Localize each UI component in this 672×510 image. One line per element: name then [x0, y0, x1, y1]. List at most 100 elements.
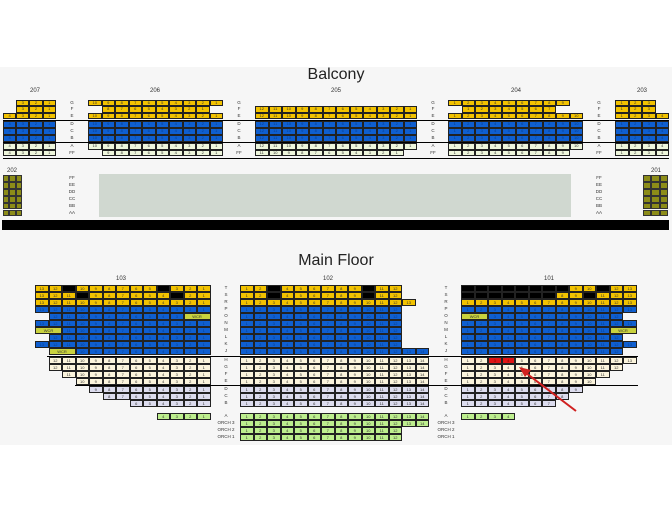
floor-seat[interactable]: 3	[170, 357, 184, 364]
floor-seat[interactable]: 8	[102, 386, 116, 393]
floor-seat[interactable]: 4	[156, 393, 170, 400]
floor-seat[interactable]: 12	[609, 334, 623, 341]
balcony-seat[interactable]: 8	[309, 128, 323, 135]
box-seat[interactable]	[15, 209, 22, 217]
floor-seat[interactable]: 9	[569, 364, 583, 371]
floor-seat[interactable]: 1	[240, 393, 254, 400]
floor-seat[interactable]: 2	[253, 313, 267, 320]
balcony-seat[interactable]: 6	[336, 121, 350, 128]
floor-seat[interactable]: 5	[143, 334, 157, 341]
floor-seat[interactable]: 5	[143, 320, 157, 327]
floor-seat[interactable]: 13	[623, 299, 637, 306]
floor-seat[interactable]: 4	[280, 334, 294, 341]
floor-seat[interactable]: 9	[348, 313, 362, 320]
floor-seat[interactable]: 9	[348, 393, 362, 400]
floor-seat[interactable]: 3	[170, 299, 184, 306]
balcony-seat[interactable]: 8	[542, 143, 556, 150]
floor-seat[interactable]: 12	[388, 427, 402, 434]
floor-seat[interactable]: 5	[515, 348, 529, 355]
balcony-seat[interactable]: 7	[542, 106, 556, 113]
floor-seat[interactable]: 4	[280, 393, 294, 400]
floor-seat[interactable]: 2	[253, 320, 267, 327]
floor-seat[interactable]: 5	[515, 306, 529, 313]
floor-seat[interactable]: 8	[555, 348, 569, 355]
floor-seat[interactable]: 8	[334, 334, 348, 341]
floor-seat[interactable]: 13	[402, 420, 416, 427]
wheelchair-space[interactable]: WCR	[609, 327, 637, 334]
floor-seat[interactable]: 3	[267, 320, 281, 327]
floor-seat[interactable]: 8	[334, 393, 348, 400]
floor-seat[interactable]: 1	[240, 413, 254, 420]
box-seat[interactable]	[9, 202, 16, 210]
floor-seat[interactable]: 5	[294, 320, 308, 327]
balcony-seat[interactable]: 9	[101, 135, 115, 142]
balcony-seat[interactable]: 2	[196, 149, 210, 156]
balcony-seat[interactable]: 7	[322, 143, 336, 150]
floor-seat[interactable]: 2	[253, 427, 267, 434]
floor-seat[interactable]: 13	[402, 413, 416, 420]
balcony-seat[interactable]: 5	[155, 121, 169, 128]
balcony-seat[interactable]: 4	[488, 121, 502, 128]
box-seat[interactable]	[9, 209, 16, 217]
floor-seat[interactable]: 14	[415, 386, 429, 393]
floor-seat[interactable]: 9	[569, 313, 583, 320]
balcony-seat[interactable]: 3	[16, 106, 30, 113]
balcony-seat[interactable]: 2	[628, 135, 642, 142]
floor-seat[interactable]: 9	[89, 313, 103, 320]
balcony-seat[interactable]: 8	[295, 149, 309, 156]
floor-seat[interactable]: 7	[542, 341, 556, 348]
floor-seat[interactable]: 13	[402, 357, 416, 364]
balcony-seat[interactable]: 3	[475, 149, 489, 156]
balcony-seat[interactable]: 3	[16, 112, 30, 119]
floor-seat[interactable]: 2	[474, 413, 488, 420]
floor-seat[interactable]: 8	[555, 371, 569, 378]
balcony-seat[interactable]: 6	[515, 149, 529, 156]
floor-seat[interactable]: 5	[143, 371, 157, 378]
floor-seat[interactable]: 11	[596, 341, 610, 348]
floor-seat[interactable]: 4	[156, 334, 170, 341]
balcony-seat[interactable]: 1	[448, 135, 462, 142]
balcony-seat[interactable]: 1	[448, 128, 462, 135]
floor-seat[interactable]: 11	[596, 299, 610, 306]
floor-seat[interactable]: 4	[280, 341, 294, 348]
floor-seat[interactable]: 1	[461, 327, 475, 334]
floor-seat[interactable]: 10	[361, 413, 375, 420]
floor-seat[interactable]: 6	[129, 364, 143, 371]
balcony-seat[interactable]: 2	[461, 143, 475, 150]
floor-seat[interactable]: 1	[240, 299, 254, 306]
floor-seat[interactable]: 2	[253, 306, 267, 313]
floor-seat[interactable]: 8	[334, 378, 348, 385]
floor-seat[interactable]: 1	[240, 400, 254, 407]
floor-seat[interactable]: 12	[609, 348, 623, 355]
floor-seat[interactable]: 13	[623, 320, 637, 327]
balcony-seat[interactable]: 8	[115, 121, 129, 128]
balcony-seat[interactable]: 9	[556, 121, 570, 128]
balcony-seat[interactable]: 12	[255, 121, 269, 128]
floor-seat[interactable]: 8	[334, 386, 348, 393]
floor-seat[interactable]: 5	[143, 386, 157, 393]
floor-seat[interactable]: 7	[542, 334, 556, 341]
balcony-seat[interactable]: 8	[309, 143, 323, 150]
balcony-seat[interactable]: 8	[115, 128, 129, 135]
floor-seat[interactable]: 8	[334, 320, 348, 327]
floor-seat[interactable]: 12	[388, 393, 402, 400]
floor-seat[interactable]: 7	[321, 434, 335, 441]
floor-seat[interactable]: 12	[48, 364, 62, 371]
floor-seat[interactable]: 4	[156, 320, 170, 327]
balcony-seat[interactable]: 5	[155, 149, 169, 156]
box-seat[interactable]	[651, 202, 660, 210]
balcony-seat[interactable]: 7	[529, 99, 543, 106]
balcony-seat[interactable]: 2	[390, 135, 404, 142]
floor-seat[interactable]: 4	[156, 292, 170, 299]
floor-seat[interactable]: 7	[321, 320, 335, 327]
floor-seat[interactable]: 1	[240, 364, 254, 371]
floor-seat[interactable]: 2	[253, 364, 267, 371]
box-seat[interactable]	[643, 175, 652, 182]
floor-seat[interactable]: 7	[542, 327, 556, 334]
balcony-seat[interactable]: 11	[268, 112, 282, 119]
floor-seat[interactable]: 6	[528, 327, 542, 334]
floor-seat[interactable]: 11	[596, 334, 610, 341]
floor-seat[interactable]: 5	[294, 334, 308, 341]
balcony-seat[interactable]: 4	[169, 149, 183, 156]
floor-seat[interactable]: 14	[415, 400, 429, 407]
